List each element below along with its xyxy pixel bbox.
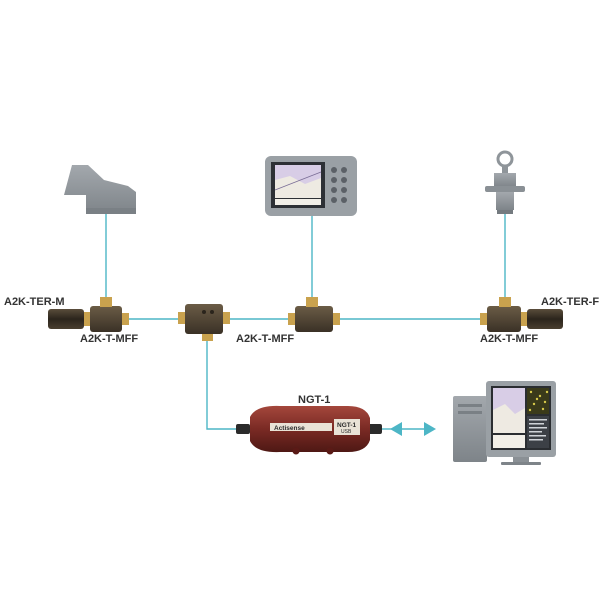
label-tee-left: A2K-T-MFF <box>80 333 139 345</box>
tee-connector-ngt <box>178 304 230 341</box>
tee-connector-right <box>480 297 521 332</box>
label-ngt: NGT-1 <box>298 394 331 406</box>
transducer-icon <box>64 165 136 214</box>
label-tee-right: A2K-T-MFF <box>480 333 539 345</box>
bidirectional-arrow-icon <box>390 422 436 436</box>
ngt-model-text: NGT-1 <box>337 422 357 429</box>
ngt-sub-text: USB <box>341 429 352 435</box>
label-tee-middle: A2K-T-MFF <box>236 333 295 345</box>
computer-icon <box>453 381 556 465</box>
terminator-female <box>521 309 563 329</box>
tee-connector-middle <box>288 297 340 332</box>
drop-cable-ngt <box>206 337 240 430</box>
tee-connector-left <box>90 297 129 332</box>
label-terminator-female: A2K-TER-F <box>541 296 600 308</box>
ngt-brand-text: Actisense <box>274 425 305 432</box>
label-terminator-male: A2K-TER-M <box>4 296 65 308</box>
through-hull-sensor-icon <box>485 150 525 214</box>
terminator-male <box>48 309 90 329</box>
chartplotter-icon <box>265 156 357 216</box>
ngt-1-device: Actisense NGT-1 USB <box>236 405 382 455</box>
drop-cables <box>105 210 506 430</box>
